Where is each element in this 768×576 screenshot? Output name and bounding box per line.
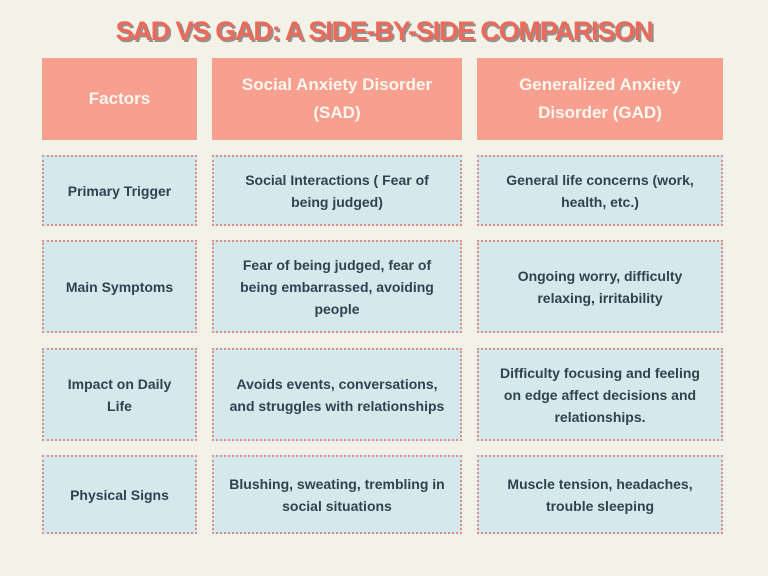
gad-cell: Ongoing worry, difficulty relaxing, irri… [477,240,723,333]
gad-cell: Difficulty focusing and feeling on edge … [477,348,723,441]
factor-cell: Primary Trigger [42,155,197,226]
sad-cell: Blushing, sweating, trembling in social … [212,455,462,534]
page-title: SAD VS GAD: A SIDE-BY-SIDE COMPARISON [115,16,654,46]
sad-cell: Avoids events, conversations, and strugg… [212,348,462,441]
sad-cell: Social Interactions ( Fear of being judg… [212,155,462,226]
factor-cell: Impact on Daily Life [42,348,197,441]
gad-cell: Muscle tension, headaches, trouble sleep… [477,455,723,534]
header-gad: Generalized Anxiety Disorder (GAD) [477,58,723,140]
factor-cell: Main Symptoms [42,240,197,333]
factor-cell: Physical Signs [42,455,197,534]
header-sad: Social Anxiety Disorder (SAD) [212,58,462,140]
gad-cell: General life concerns (work, health, etc… [477,155,723,226]
sad-cell: Fear of being judged, fear of being emba… [212,240,462,333]
header-factors: Factors [42,58,197,140]
